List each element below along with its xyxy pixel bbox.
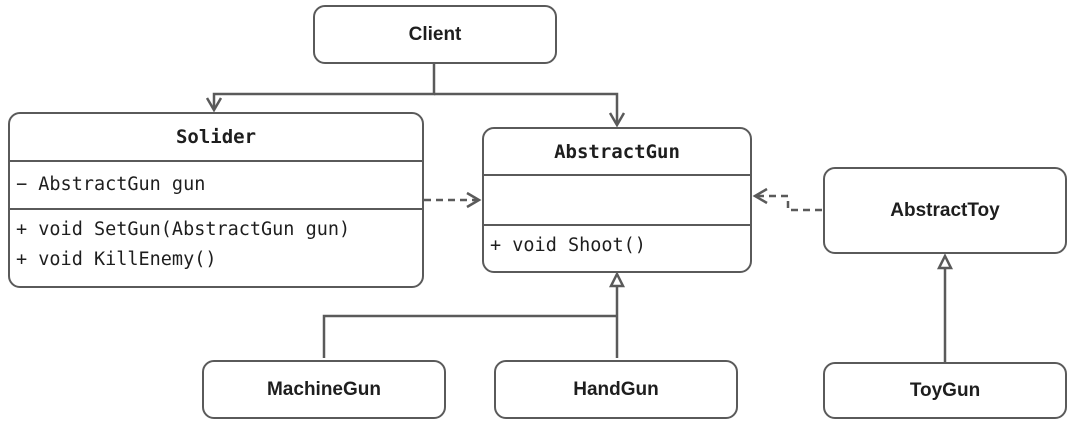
solider-attributes: − AbstractGun gun bbox=[10, 162, 422, 210]
machinegun-label: MachineGun bbox=[266, 378, 381, 400]
handgun-box: HandGun bbox=[494, 360, 738, 419]
handgun-label: HandGun bbox=[573, 378, 659, 400]
abstractgun-class: AbstractGun + void Shoot() bbox=[482, 127, 752, 273]
client-label: Client bbox=[408, 23, 462, 45]
abstractgun-class-name: AbstractGun bbox=[484, 129, 750, 176]
client-abstractgun-association bbox=[434, 92, 619, 125]
solider-class: Solider − AbstractGun gun + void SetGun(… bbox=[8, 112, 424, 288]
abstracttoy-label: AbstractToy bbox=[890, 199, 1000, 221]
abstracttoy-box: AbstractToy bbox=[823, 167, 1067, 254]
solider-class-name: Solider bbox=[10, 114, 422, 162]
abstractgun-name-text: AbstractGun bbox=[554, 140, 680, 163]
arrowhead-to-solider bbox=[205, 97, 223, 113]
dependency-arrowhead-from-abstracttoy bbox=[752, 187, 768, 205]
machinegun-generalization bbox=[322, 314, 617, 358]
solider-attribute-gun: − AbstractGun gun bbox=[16, 174, 206, 195]
client-box: Client bbox=[313, 5, 557, 64]
abstractgun-attributes-empty bbox=[484, 176, 750, 226]
abstractgun-inheritance-triangle bbox=[608, 271, 626, 288]
abstracttoy-inheritance-triangle bbox=[936, 253, 954, 270]
toygun-label: ToyGun bbox=[909, 379, 981, 401]
client-solider-association bbox=[212, 64, 436, 110]
abstracttoy-abstractgun-dependency bbox=[756, 194, 822, 212]
abstractgun-method-shoot: + void Shoot() bbox=[490, 235, 646, 256]
toygun-box: ToyGun bbox=[823, 362, 1067, 419]
dependency-arrowhead-from-solider bbox=[466, 191, 482, 209]
solider-method-setgun: + void SetGun(AbstractGun gun) bbox=[16, 219, 351, 240]
solider-methods: + void SetGun(AbstractGun gun) + void Ki… bbox=[10, 210, 422, 275]
solider-name-text: Solider bbox=[175, 126, 257, 148]
machinegun-box: MachineGun bbox=[202, 360, 446, 419]
arrowhead-to-abstractgun bbox=[608, 112, 626, 128]
solider-method-killenemy: + void KillEnemy() bbox=[16, 249, 217, 270]
abstractgun-methods: + void Shoot() bbox=[484, 226, 750, 261]
